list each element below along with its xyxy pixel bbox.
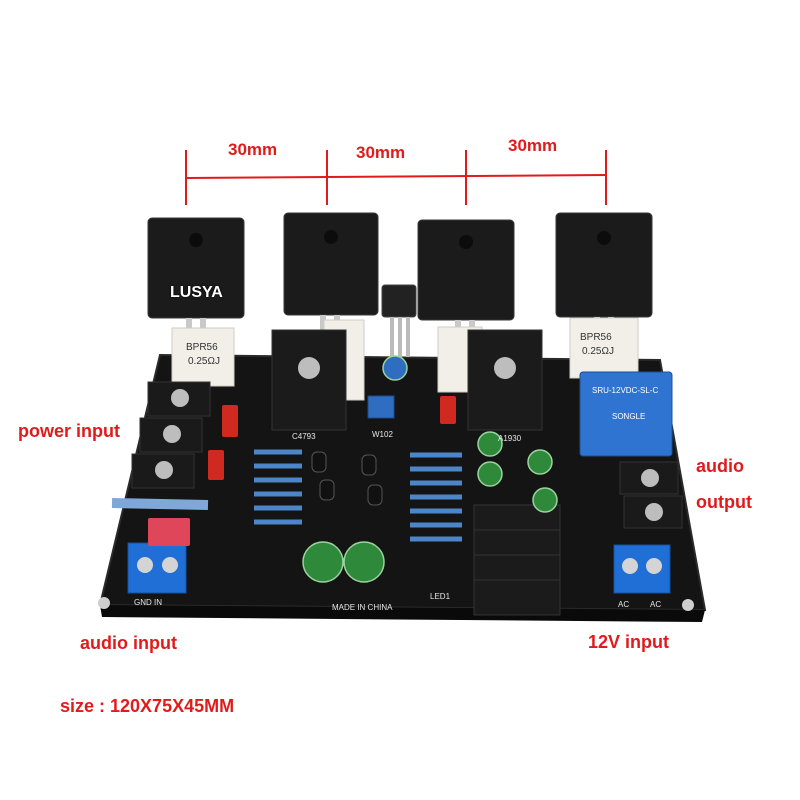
ceramic-resistor-marking-b: BPR56 [580, 332, 612, 343]
relay-model-marking: SRU-12VDC-SL-C [592, 386, 659, 395]
audio-input-terminal [127, 542, 187, 594]
ac-right-marking: AC [650, 600, 662, 609]
relay-brand-marking: SONGLE [612, 412, 646, 421]
ceramic-resistor-marking-a: BPR56 [186, 342, 218, 353]
ceramic-resistor-value-b: 0.25ΩJ [582, 346, 614, 357]
audio-output-label-line2: output [696, 492, 752, 512]
made-in-marking: MADE IN CHINA [332, 603, 393, 612]
dimension-label-middle: 30mm [356, 143, 406, 162]
audio-output-terminals [619, 461, 683, 529]
film-capacitors [148, 396, 456, 546]
dimension-label-right: 30mm [508, 136, 558, 155]
to92-transistors [311, 451, 383, 506]
relay [579, 371, 673, 457]
resistor-array [111, 449, 462, 542]
transistor-3 [417, 219, 515, 348]
brand-watermark: LUSYA [170, 284, 223, 301]
led-marking: LED1 [430, 592, 451, 601]
dc-input-terminal [613, 544, 671, 594]
size-label: size : 120X75X45MM [60, 696, 235, 716]
power-transistors [147, 212, 653, 357]
ac-left-marking: AC [618, 600, 630, 609]
dc-input-label: 12V input [588, 632, 670, 652]
cap-label-marking-2: A1930 [498, 434, 522, 443]
audio-input-label: audio input [80, 633, 177, 653]
electrolytic-capacitors [302, 355, 558, 583]
gnd-in-marking: GND IN [134, 598, 162, 607]
power-input-label: power input [18, 421, 120, 441]
trim-potentiometer [367, 395, 395, 419]
main-heatsink [473, 504, 561, 616]
small-transistor [381, 284, 417, 357]
cap-label-marking: C4793 [292, 432, 316, 441]
dimension-line [185, 150, 607, 205]
driver-heatsinks [271, 329, 543, 431]
pot-label-marking: W102 [372, 430, 393, 439]
dimension-label-left: 30mm [228, 140, 278, 159]
audio-output-label-line1: audio [696, 456, 744, 476]
power-input-terminals [131, 381, 211, 489]
ceramic-resistor-value-a: 0.25ΩJ [188, 356, 220, 367]
